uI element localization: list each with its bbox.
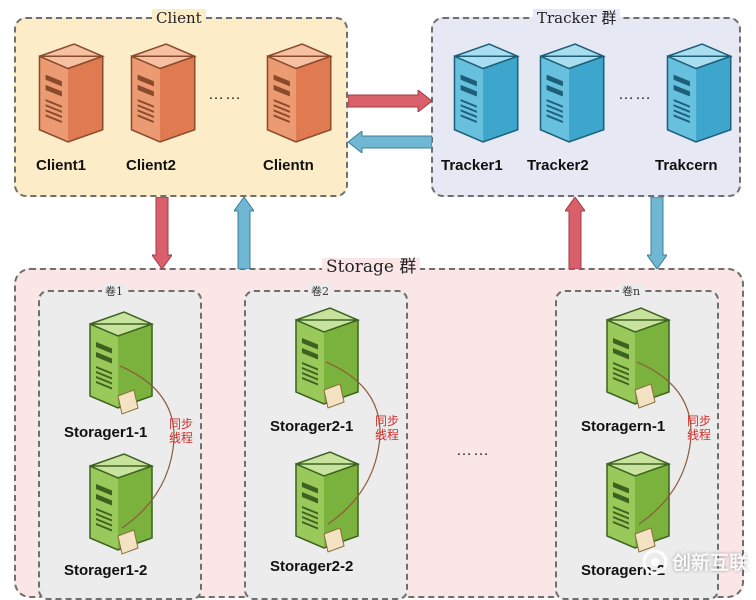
volume-n-sync-label: 同步 线程: [686, 414, 712, 442]
watermark: 创新互联: [642, 548, 748, 575]
client2-label: Client2: [126, 157, 177, 174]
client-to-tracker-arrow-icon: [348, 90, 432, 112]
sync-label-line1: 同步: [686, 414, 711, 428]
storagern-1-file-icon: [634, 383, 656, 409]
watermark-logo-icon: [642, 549, 668, 574]
tracker2-label: Tracker2: [527, 157, 589, 174]
tracker1-server-icon: [440, 42, 522, 144]
client-ellipsis: ……: [208, 86, 242, 103]
storagern-2-file-icon: [634, 527, 656, 553]
volume-2: 卷2: [244, 283, 408, 600]
sync-label-line2: 线程: [374, 428, 399, 442]
trackern-server-icon: [653, 42, 735, 144]
storage-to-client-arrow-icon: [234, 197, 254, 269]
volume-n-sync-line: [636, 361, 692, 525]
storager1-2-file-icon: [117, 529, 139, 555]
client2-server-icon: [117, 42, 199, 144]
tracker-ellipsis: ……: [618, 86, 652, 103]
storager2-2-label: Storager2-2: [270, 558, 354, 575]
client1-label: Client1: [36, 157, 87, 174]
sync-label-line2: 线程: [168, 431, 193, 445]
volume-2-sync-line: [325, 361, 381, 525]
tracker-to-client-arrow-icon: [348, 131, 432, 153]
sync-label-line1: 同步: [168, 417, 193, 431]
client1-server-icon: [25, 42, 107, 144]
tracker-group-title: Tracker 群: [533, 9, 621, 27]
storage-to-tracker-arrow-icon: [565, 197, 585, 269]
client-group-title: Client: [152, 9, 206, 27]
tracker-to-storage-arrow-icon: [647, 197, 667, 269]
volume-2-title: 卷2: [308, 283, 332, 299]
storager2-1-file-icon: [323, 383, 345, 409]
storage-group-title: Storage 群: [322, 258, 421, 276]
storager1-1-label: Storager1-1: [64, 424, 148, 441]
storagern-1-label: Storagern-1: [581, 418, 666, 435]
volume-1-sync-label: 同步 线程: [168, 417, 194, 445]
client-to-storage-arrow-icon: [152, 197, 172, 269]
trackern-label: Trakcern: [655, 157, 718, 174]
volume-1-title: 卷1: [102, 283, 126, 299]
storager2-1-label: Storager2-1: [270, 418, 354, 435]
volume-2-sync-label: 同步 线程: [374, 414, 400, 442]
sync-label-line2: 线程: [686, 428, 711, 442]
storager2-2-file-icon: [323, 527, 345, 553]
storager1-2-label: Storager1-2: [64, 562, 148, 579]
volume-1-sync-line: [119, 365, 175, 529]
tracker2-server-icon: [526, 42, 608, 144]
volume-ellipsis: ……: [456, 442, 490, 459]
sync-label-line1: 同步: [374, 414, 399, 428]
clientn-server-icon: [253, 42, 335, 144]
volume-n-title: 卷n: [619, 283, 644, 299]
watermark-text: 创新互联: [671, 553, 748, 574]
tracker1-label: Tracker1: [441, 157, 503, 174]
clientn-label: Clientn: [263, 157, 314, 174]
storager1-1-file-icon: [117, 389, 139, 415]
